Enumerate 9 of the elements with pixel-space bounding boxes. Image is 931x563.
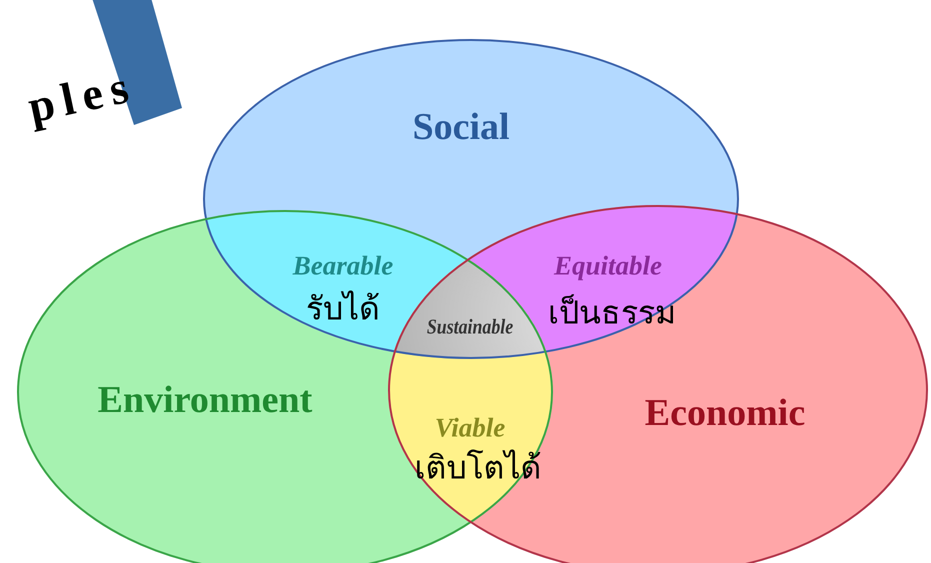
region-label: รับได้ <box>306 288 380 330</box>
region-label: Viable <box>434 412 506 444</box>
region-label: Bearable <box>292 250 394 282</box>
region-label: Sustainable <box>426 314 514 340</box>
circle-title: Social <box>412 105 510 149</box>
region-label: Equitable <box>554 250 662 282</box>
circle-title: Economic <box>644 391 806 435</box>
heading-fragment: ples <box>23 58 141 134</box>
circle-title: Environment <box>98 378 312 422</box>
